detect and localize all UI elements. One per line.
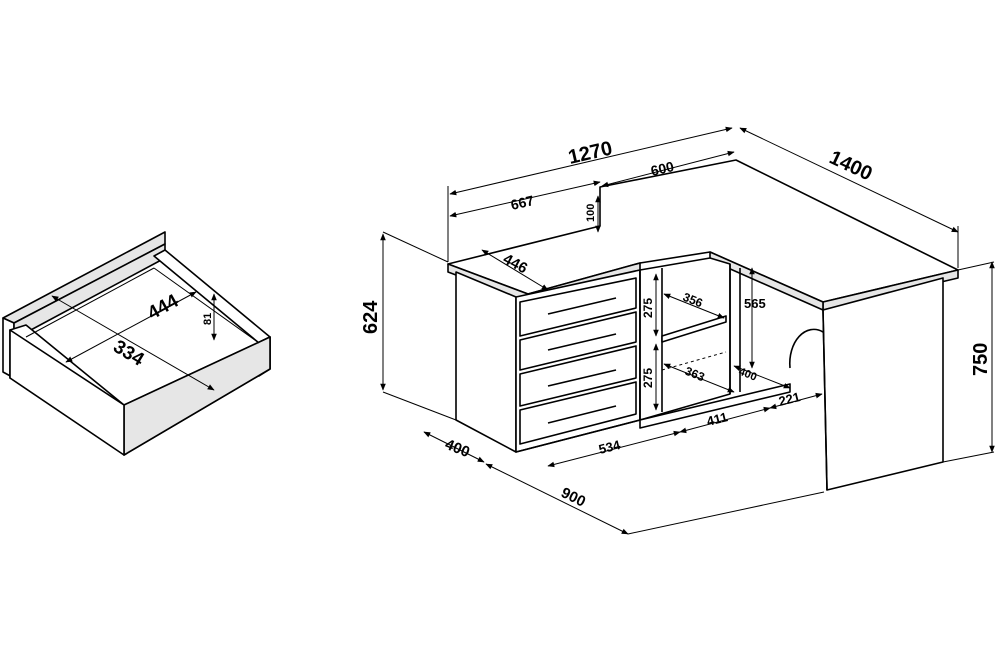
ext-line-624-bottom [382,391,457,421]
dim-label-221: 221 [777,389,802,409]
ext-line-624-top [382,231,449,263]
cabinet-left-side [455,271,517,453]
drawer-detail: 444 334 81 [2,231,271,456]
dim-label-81: 81 [202,313,214,325]
drawer-1-handle[interactable] [547,297,617,315]
dim-label-100: 100 [585,204,597,222]
ext-line-750-bottom [942,451,995,463]
drawer-3-handle[interactable] [547,369,617,387]
dim-line-221 [769,392,823,410]
dim-line-400-base [423,431,485,463]
return-end-panel [822,277,944,491]
dim-label-750: 750 [970,343,992,376]
dim-label-1400: 1400 [826,147,876,186]
dim-line-1400 [739,127,959,233]
shelf-section-back [639,257,731,421]
drawer-3[interactable] [519,345,637,407]
dim-line-600 [601,150,735,188]
dim-label-534: 534 [597,437,622,457]
dim-label-444: 444 [144,290,182,324]
dim-label-400-base: 400 [443,436,473,461]
dim-label-411: 411 [705,409,729,429]
dim-label-900: 900 [558,484,588,510]
return-panel-front-edge [822,309,828,491]
dim-label-275-lower: 275 [641,368,655,388]
corner-desk: 1270 600 667 100 1400 446 624 750 275 27… [360,126,995,535]
dim-line-400-inner [733,365,791,389]
ext-line-750-top [957,261,995,271]
drawer-4[interactable] [519,381,637,445]
ext-line-900 [627,491,825,535]
cable-cutout [788,328,824,369]
dim-label-275-upper: 275 [641,298,655,318]
dim-line-356 [663,293,725,319]
dim-label-667: 667 [509,192,536,213]
drawer-4-handle[interactable] [547,405,617,424]
drawer-back-panel [13,243,166,340]
shelf-board [661,315,727,343]
drawer-stack [519,277,637,445]
dim-line-534 [547,430,681,468]
dim-label-1270: 1270 [566,137,614,168]
drawer-back-top [2,231,166,324]
dim-line-900 [485,463,629,535]
dim-line-363 [663,363,735,393]
dim-label-334: 334 [109,336,147,371]
dim-label-624: 624 [360,300,382,334]
dim-line-334 [65,291,197,363]
dim-line-411 [679,406,771,434]
dim-label-600: 600 [649,158,676,179]
hidden-shelf-line [661,351,727,371]
dim-line-667 [449,180,601,218]
desk-base-rail [639,383,791,429]
drawer-2[interactable] [519,311,637,371]
dim-label-565: 565 [744,296,766,311]
dim-line-446 [481,249,549,291]
drawer-2-handle[interactable] [547,333,617,351]
